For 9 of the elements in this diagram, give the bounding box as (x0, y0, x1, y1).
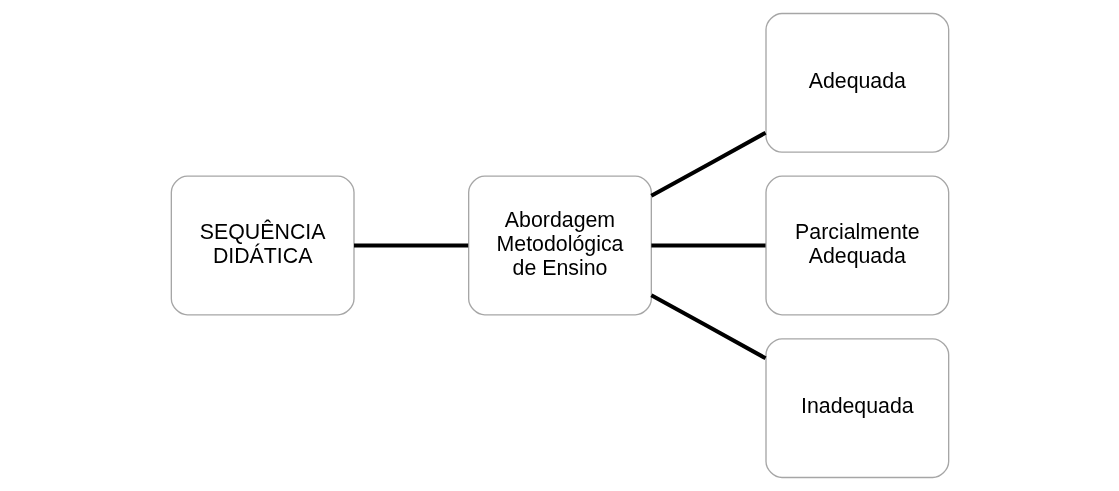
connector (649, 131, 766, 198)
connector (649, 293, 766, 360)
node-box: SEQUÊNCIA DIDÁTICA (170, 175, 355, 316)
connector (353, 243, 468, 248)
node-box: Inadequada (764, 338, 949, 479)
node-box: Parcialmente Adequada (764, 175, 949, 316)
node-box: Abordagem Metodológica de Ensino (467, 175, 652, 316)
connector (650, 243, 765, 248)
node-box: Adequada (764, 12, 949, 153)
